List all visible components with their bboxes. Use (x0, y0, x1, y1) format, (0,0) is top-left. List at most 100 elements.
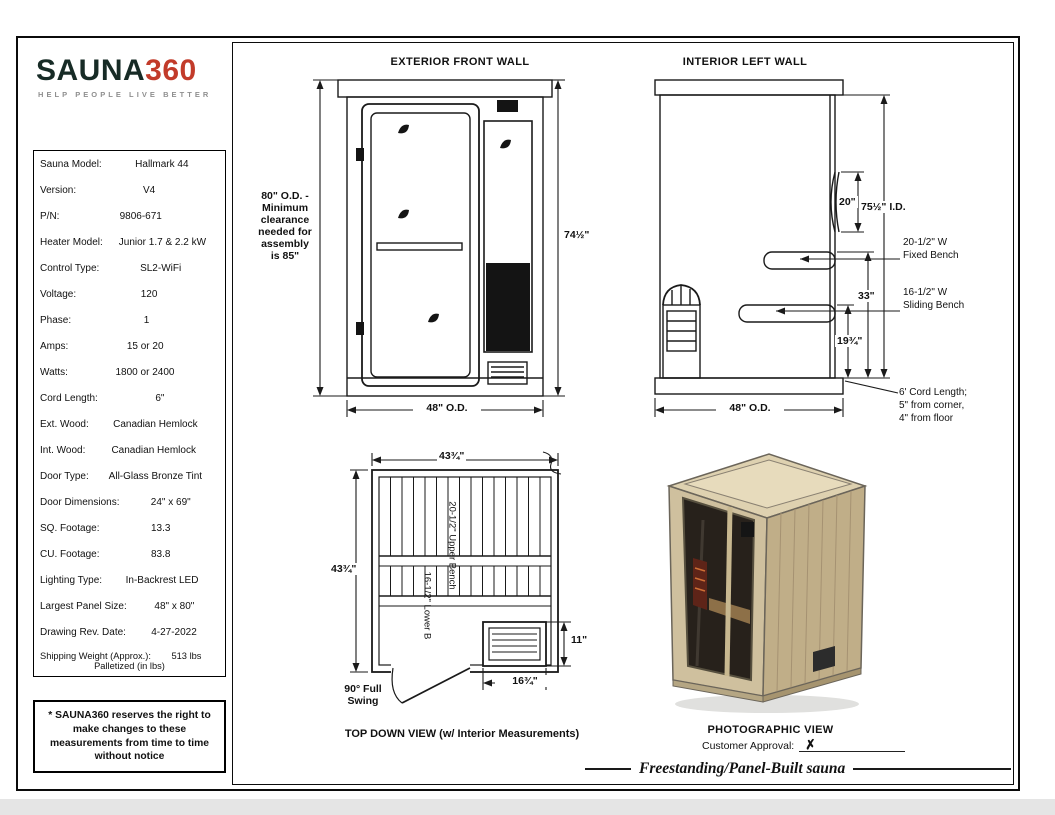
spec-value: 1800 or 2400 (115, 366, 175, 378)
spec-row-pn: P/N: 9806-671 (34, 203, 225, 229)
interior-height-dimension: 75½" I.D. (859, 201, 908, 214)
spec-value: Canadian Hemlock (111, 444, 196, 456)
spec-label: Version: (40, 184, 77, 196)
spec-label: CU. Footage: (40, 548, 100, 560)
heater-width-dimension: 16¾" (495, 675, 555, 688)
front-width-dimension: 48" O.D. (413, 402, 481, 415)
topdown-title: TOP DOWN VIEW (w/ Interior Measurements) (344, 728, 580, 740)
spec-label: Watts: (40, 366, 68, 378)
spec-row-lighting-type: Lighting Type: In-Backrest LED (34, 567, 225, 593)
brand-tagline: HELP PEOPLE LIVE BETTER (38, 90, 212, 99)
spec-label: Heater Model: (40, 236, 103, 248)
heater-guard (662, 284, 701, 306)
footer-rule-right (853, 768, 1011, 770)
spec-value: 513 lbs (171, 650, 202, 661)
spec-row-cord-length: Cord Length: 6" (34, 385, 225, 411)
approval-x-mark: ✗ (804, 736, 817, 753)
spec-value: All-Glass Bronze Tint (108, 470, 203, 482)
clearance-note: 80" O.D. - Minimum clearance needed for … (258, 190, 312, 263)
spec-value: 24" x 69" (150, 496, 191, 508)
spec-row-int-wood: Int. Wood: Canadian Hemlock (34, 437, 225, 463)
front-vent (487, 361, 528, 385)
spec-value: 9806-671 (119, 210, 162, 222)
spec-label: Sauna Model: (40, 158, 102, 170)
leaf-decal (398, 124, 409, 134)
front-side-panel (483, 120, 533, 353)
spec-table: Sauna Model:Hallmark 44 Version: V4 P/N: 9… (33, 150, 226, 677)
spec-row-door-type: Door Type: All-Glass Bronze Tint (34, 463, 225, 489)
topdown-heater (482, 621, 547, 667)
spec-row-phase: Phase:1 (34, 307, 225, 333)
sauna-photo (666, 453, 868, 713)
footer-caption: Freestanding/Panel-Built sauna (639, 760, 846, 777)
door-hinge (356, 322, 364, 335)
disclaimer-note: * SAUNA360 reserves the right to make ch… (33, 700, 226, 773)
spec-label: Control Type: (40, 262, 100, 274)
customer-approval-row: Customer Approval: ✗ (702, 736, 906, 753)
footer-caption-bar: Freestanding/Panel-Built sauna (585, 756, 1011, 782)
spec-value: 15 or 20 (126, 340, 164, 352)
spec-label: SQ. Footage: (40, 522, 100, 534)
spec-row-shipping-weight: Shipping Weight (Approx.):513 lbs Pallet… (34, 645, 225, 676)
front-height-dimension: 74½" (564, 229, 590, 241)
photo-title: PHOTOGRAPHIC VIEW (707, 724, 834, 736)
spec-value: Junior 1.7 & 2.2 kW (118, 236, 207, 248)
spec-value: 4-27-2022 (151, 626, 197, 638)
spec-label: Ext. Wood: (40, 418, 89, 430)
photo-control-panel (741, 522, 754, 537)
spec-row-amps: Amps: 15 or 20 (34, 333, 225, 359)
spec-value: Canadian Hemlock (113, 418, 198, 430)
spec-value: 6" (155, 392, 165, 404)
heater-depth-dimension: 11" (571, 634, 588, 646)
leaf-decal (428, 313, 439, 323)
door-swing-label: 90° Full Swing (344, 683, 382, 708)
drawing-area-frame (232, 42, 1014, 785)
photo-vent (813, 646, 835, 672)
spec-value: 13.3 (151, 522, 171, 534)
spec-label: Door Type: (40, 470, 89, 482)
spec-row-control-type: Control Type:SL2-WiFi (34, 255, 225, 281)
spec-row-rev-date: Drawing Rev. Date: 4-27-2022 (34, 619, 225, 645)
spec-label: Cord Length: (40, 392, 98, 404)
footer-rule-left (585, 768, 631, 770)
spec-label: Lighting Type: (40, 574, 103, 586)
fixed-bench-label: 20-1/2" W Fixed Bench (903, 237, 959, 261)
spec-label: Voltage: (40, 288, 77, 300)
spec-label: Int. Wood: (40, 444, 86, 456)
spec-label: Amps: (40, 340, 69, 352)
interior-width-dimension: 48" O.D. (716, 402, 784, 415)
brand-logo-primary: SAUNA (36, 54, 146, 87)
upper-bench-label: 20-1/2" Upper Bench (446, 501, 458, 590)
photo-heater (693, 558, 707, 610)
leaf-decal (398, 209, 409, 219)
outer-border-frame (16, 36, 1020, 791)
spec-label: Door Dimensions: (40, 496, 120, 508)
spec-value: 48" x 80" (154, 600, 195, 612)
technical-drawings-linework (313, 79, 900, 704)
spec-label: Drawing Rev. Date: (40, 626, 126, 638)
scan-edge-strip (0, 799, 1055, 815)
spec-label: P/N: (40, 210, 60, 222)
spec-value-note: Palletized (in lbs) (94, 660, 165, 671)
door-handle (376, 242, 463, 251)
spec-row-voltage: Voltage: 120 (34, 281, 225, 307)
door-hinge (356, 148, 364, 161)
spec-row-door-dimensions: Door Dimensions: 24" x 69" (34, 489, 225, 515)
spec-row-watts: Watts: 1800 or 2400 (34, 359, 225, 385)
spec-row-sq-footage: SQ. Footage: 13.3 (34, 515, 225, 541)
left-wall-title: INTERIOR LEFT WALL (682, 56, 808, 68)
leaf-decal (500, 139, 511, 149)
fixed-bench (763, 251, 836, 270)
spec-value: In-Backrest LED (125, 574, 199, 586)
spec-value: V4 (142, 184, 156, 196)
spec-value: 83.8 (151, 548, 171, 560)
spec-value: 120 (140, 288, 158, 300)
spec-label: Largest Panel Size: (40, 600, 127, 612)
customer-approval-signature-line[interactable]: ✗ (799, 736, 906, 753)
front-wall-title: EXTERIOR FRONT WALL (390, 56, 530, 68)
sliding-bench-height-dimension: 19¾" (835, 335, 865, 348)
spec-row-sauna-model: Sauna Model:Hallmark 44 (34, 151, 225, 177)
lower-bench-label: 16-1/2" Lower B (421, 571, 433, 640)
sliding-bench (738, 304, 836, 323)
